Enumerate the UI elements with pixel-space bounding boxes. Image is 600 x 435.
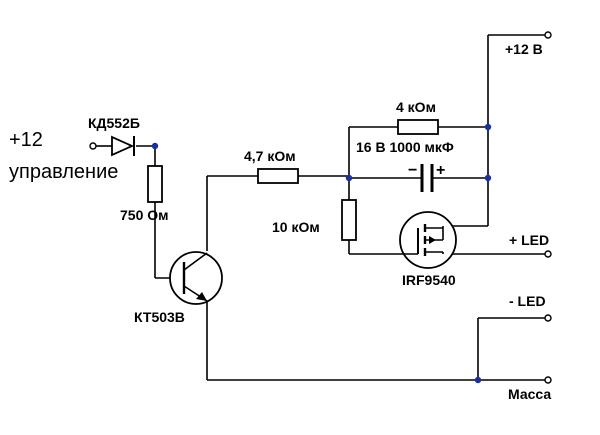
label-r-gate: 10 кОм: [272, 219, 320, 235]
node-rail-cap: [484, 174, 492, 182]
label-led-plus: + LED: [509, 232, 549, 248]
node-gate: [345, 174, 353, 182]
label-supply: +12 В: [505, 41, 543, 57]
label-ground: Масса: [508, 386, 551, 402]
resistor-4-7k: [257, 168, 299, 184]
label-r-top: 4 кОм: [396, 99, 436, 115]
node-diode: [151, 142, 159, 150]
junction-nodes: [151, 123, 492, 384]
diode-kd552b: [111, 135, 135, 157]
label-input-name: управление: [9, 161, 118, 183]
resistor-4k: [397, 119, 439, 135]
label-mosfet: IRF9540: [402, 272, 456, 288]
label-led-minus: - LED: [509, 293, 546, 309]
label-input-voltage: +12: [9, 129, 43, 151]
terminal-input: [89, 142, 97, 150]
terminal-led-plus: [544, 250, 552, 258]
terminals: [89, 31, 552, 384]
label-r-base: 750 Ом: [120, 207, 169, 223]
label-diode: КД552Б: [88, 115, 140, 131]
wires: [96, 34, 545, 381]
terminal-supply: [544, 31, 552, 39]
resistor-750: [147, 165, 163, 203]
terminal-ground: [544, 376, 552, 384]
label-transistor: КТ503В: [134, 309, 185, 325]
capacitor-1000uf: − +: [408, 162, 445, 192]
mosfet-irf9540: [399, 211, 457, 269]
node-ground: [474, 376, 482, 384]
label-capacitor: 16 В 1000 мкФ: [356, 139, 454, 155]
transistor-kt503v: [169, 251, 223, 305]
svg-text:−: −: [408, 162, 417, 179]
svg-text:+: +: [436, 162, 445, 179]
resistor-10k: [341, 199, 357, 241]
node-rail-top: [484, 123, 492, 131]
terminal-led-minus: [544, 314, 552, 322]
label-r-series: 4,7 кОм: [244, 148, 296, 164]
